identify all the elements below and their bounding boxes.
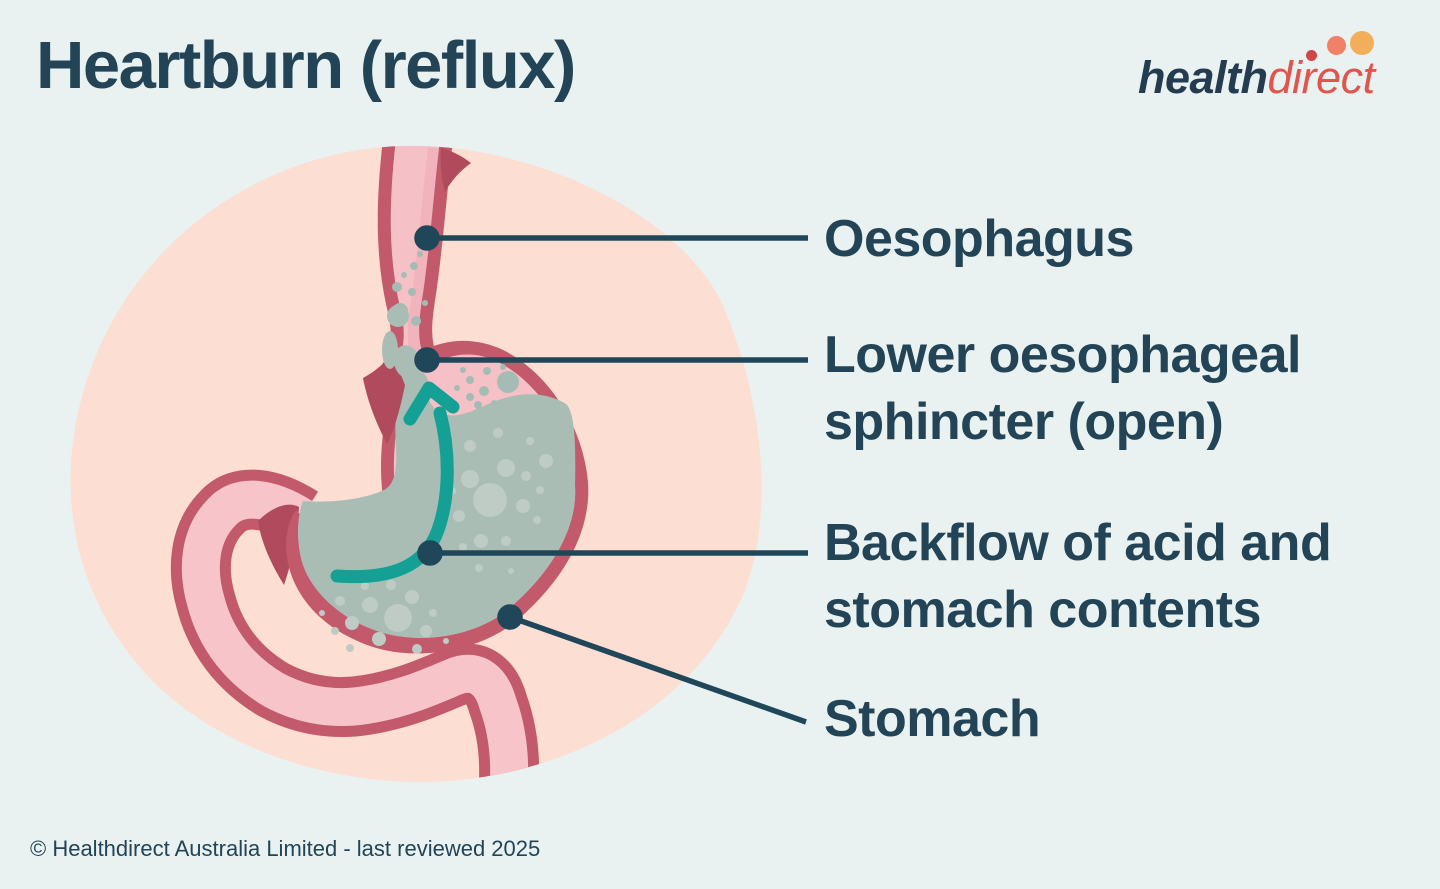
label-oesophagus: Oesophagus — [824, 206, 1134, 273]
copyright-text: © Healthdirect Australia Limited - last … — [30, 836, 541, 861]
anatomy-illustration — [70, 145, 808, 782]
leader-line-stomach — [509, 614, 807, 725]
label-line: Backflow of acid and — [824, 514, 1332, 572]
leader-dot-stomach — [497, 604, 523, 630]
page-title: Heartburn (reflux) — [36, 28, 576, 103]
reflux-arrow — [330, 381, 460, 584]
cardia-wedge — [363, 352, 405, 444]
label-lower-oesophageal-sphincter: Lower oesophageal sphincter (open) — [824, 322, 1301, 456]
fundus-bubbles — [454, 364, 519, 409]
label-line: stomach contents — [824, 581, 1261, 639]
oesophagus-inner-shadow — [407, 147, 440, 361]
logo-dot-small — [1306, 50, 1317, 61]
duodenum-tube — [170, 469, 540, 782]
healthdirect-logo: healthdirect — [1130, 25, 1420, 110]
leader-lines — [414, 225, 808, 725]
label-backflow: Backflow of acid and stomach contents — [824, 510, 1332, 644]
label-stomach: Stomach — [824, 686, 1041, 753]
logo-word-direct: direct — [1267, 52, 1376, 103]
logo-word-health: health — [1138, 52, 1268, 103]
oesophagus-top-wedge — [440, 148, 471, 192]
reflux-arrow-head — [403, 381, 460, 426]
label-line: sphincter (open) — [824, 393, 1224, 451]
leader-dot-sphincter — [414, 347, 440, 373]
stomach-contents-bubbles — [319, 428, 553, 654]
label-line: Oesophagus — [824, 210, 1134, 268]
logo-dot-large — [1350, 31, 1374, 55]
label-line: Stomach — [824, 690, 1041, 748]
reflux-arrow-shaft — [330, 406, 454, 584]
duodenum-lining — [181, 480, 529, 781]
logo-wordmark: healthdirect — [1138, 55, 1375, 100]
oesophagus-wall-right — [419, 145, 453, 363]
leader-dot-oesophagus — [414, 225, 440, 251]
logo-dot-medium — [1327, 36, 1346, 55]
leader-dot-backflow — [417, 540, 443, 566]
label-line: Lower oesophageal — [824, 326, 1301, 384]
